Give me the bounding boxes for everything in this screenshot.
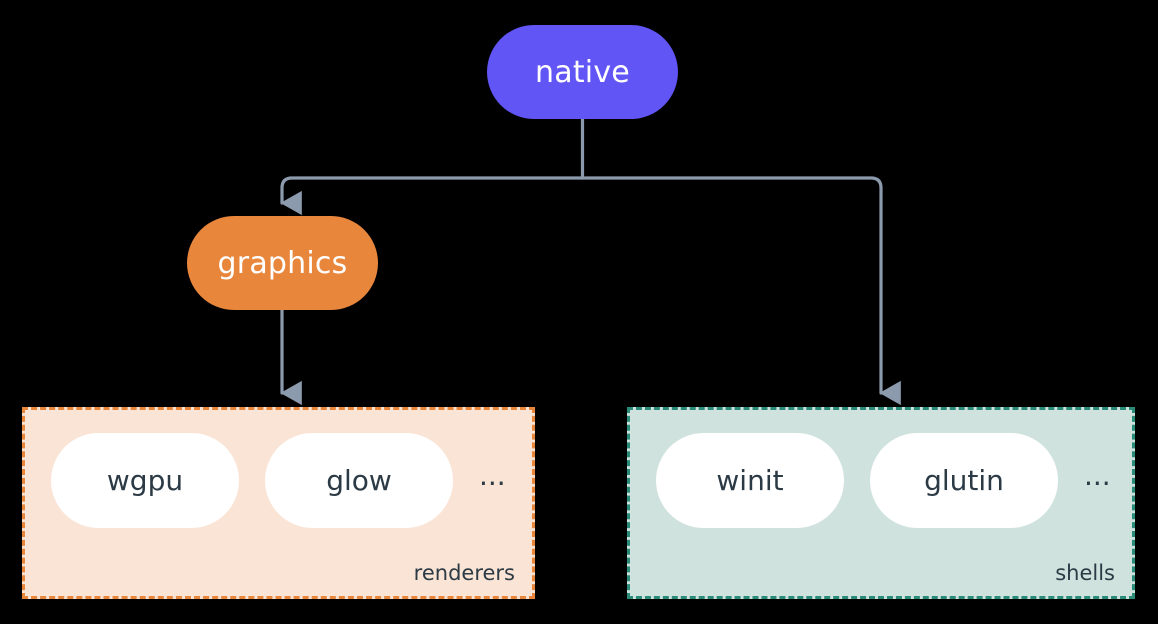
renderers-pill-row: wgpu glow ...: [51, 433, 506, 528]
pill-glow[interactable]: glow: [265, 433, 453, 528]
shells-pill-row: winit glutin ...: [656, 433, 1111, 528]
pill-winit[interactable]: winit: [656, 433, 844, 528]
shells-more-ellipsis: ...: [1084, 458, 1111, 492]
group-label-renderers: renderers: [413, 561, 515, 585]
renderers-more-ellipsis: ...: [479, 458, 506, 492]
group-shells: winit glutin ... shells: [627, 407, 1135, 599]
pill-wgpu[interactable]: wgpu: [51, 433, 239, 528]
node-graphics[interactable]: graphics: [187, 216, 378, 310]
pill-glutin[interactable]: glutin: [870, 433, 1058, 528]
edge-native-to-graphics: [280, 176, 585, 216]
group-renderers: wgpu glow ... renderers: [22, 407, 535, 599]
group-label-shells: shells: [1055, 561, 1115, 585]
node-native[interactable]: native: [487, 25, 678, 119]
edge-native-to-shells: [580, 176, 901, 406]
